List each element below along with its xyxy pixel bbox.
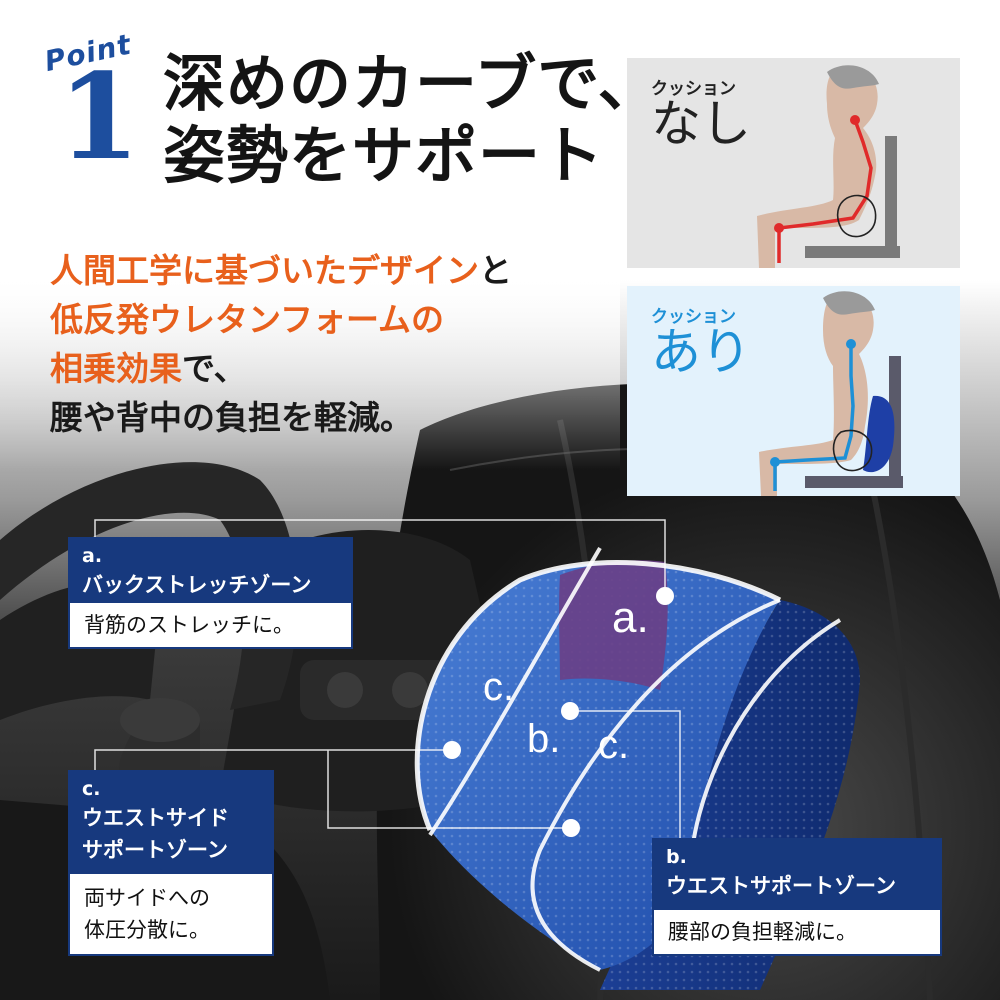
callout-b-description: 腰部の負担軽減に。	[652, 908, 942, 956]
description-rest-1: と	[479, 251, 512, 290]
description-highlight-3: 相乗効果	[50, 349, 182, 388]
callout-c-description-line-2: 体圧分散に。	[84, 918, 210, 942]
description-line-1: 人間工学に基づいたデザインと	[50, 246, 512, 295]
description-highlight-1: 人間工学に基づいたデザイン	[50, 251, 479, 290]
feature-description: 人間工学に基づいたデザインと 低反発ウレタンフォームの 相乗効果で、 腰や背中の…	[50, 246, 512, 442]
description-line-4: 腰や背中の負担を軽減。	[50, 398, 413, 437]
callout-waist-side-support-zone: c. ウエストサイド サポートゾーン 両サイドへの 体圧分散に。	[68, 770, 274, 956]
without-cushion-big-label: なし	[651, 95, 751, 153]
headline-line-2: 姿勢をサポート	[163, 119, 605, 192]
callout-a-description: 背筋のストレッチに。	[68, 601, 353, 649]
comparison-with-cushion: クッション あり	[627, 286, 960, 496]
callout-c-description: 両サイドへの 体圧分散に。	[68, 872, 274, 956]
callout-a-title: バックストレッチゾーン	[82, 573, 312, 597]
callout-c-letter: c.	[82, 778, 101, 800]
callout-b-letter: b.	[666, 846, 687, 868]
cushion-label-b: b.	[527, 717, 560, 761]
description-line-2: 低反発ウレタンフォームの	[50, 295, 512, 344]
callout-c-description-line-1: 両サイドへの	[84, 886, 210, 910]
callout-c-title-line-2: サポートゾーン	[82, 838, 228, 862]
slouched-posture-figure	[757, 65, 900, 268]
callout-a-tag: a. バックストレッチゾーン	[68, 537, 353, 601]
with-cushion-small-label: クッション	[651, 307, 736, 327]
cushion-label-a: a.	[612, 593, 649, 642]
comparison-without-cushion: クッション なし	[627, 58, 960, 268]
headline: 深めのカーブで、 姿勢をサポート	[163, 48, 661, 192]
callout-b-tag: b. ウエストサポートゾーン	[652, 838, 942, 908]
cushion-label-c-left: c.	[483, 665, 514, 709]
cushion-label-c-right: c.	[598, 723, 629, 767]
callout-waist-support-zone: b. ウエストサポートゾーン 腰部の負担軽減に。	[652, 838, 942, 956]
callout-b-title: ウエストサポートゾーン	[666, 874, 896, 898]
callout-a-letter: a.	[82, 545, 103, 567]
without-cushion-small-label: クッション	[651, 79, 736, 99]
callout-c-tag: c. ウエストサイド サポートゾーン	[68, 770, 274, 872]
with-cushion-big-label: あり	[651, 323, 751, 381]
description-rest-3: で、	[182, 349, 247, 388]
description-highlight-2: 低反発ウレタンフォームの	[50, 300, 445, 339]
description-line-3: 相乗効果で、	[50, 344, 512, 393]
headline-line-1: 深めのカーブで、	[163, 47, 661, 120]
upright-posture-figure	[759, 291, 903, 496]
point-number: 1	[58, 47, 141, 186]
callout-c-title-line-1: ウエストサイド	[82, 806, 229, 830]
callout-back-stretch-zone: a. バックストレッチゾーン 背筋のストレッチに。	[68, 537, 353, 649]
